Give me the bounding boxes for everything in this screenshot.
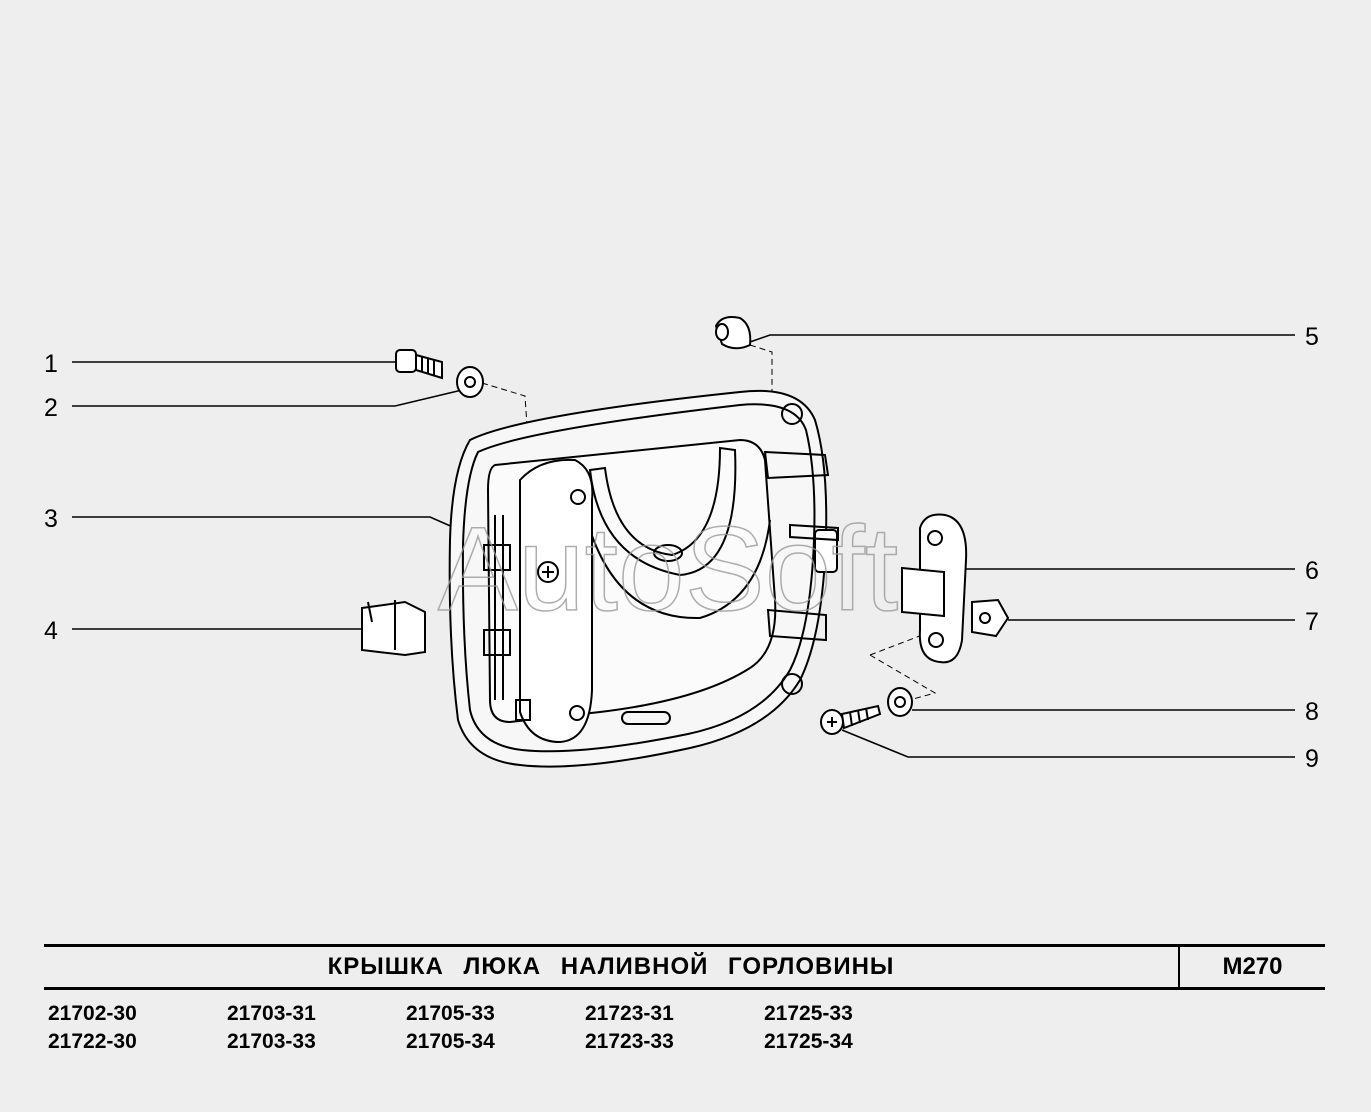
spring-nut-icon [971,598,1010,638]
callout-9: 9 [1305,745,1319,773]
model-code: 21705-33 [406,1002,495,1025]
model-list: 21702-30 21703-31 21705-33 21723-31 2172… [48,1002,943,1054]
washer-icon [887,687,913,717]
model-code: 21705-34 [406,1030,495,1053]
title-block: КРЫШКА ЛЮКА НАЛИВНОЙ ГОРЛОВИНЫ М270 [44,944,1325,990]
fuel-filler-flap-icon [448,389,839,768]
callout-8: 8 [1305,698,1319,726]
callout-7: 7 [1305,608,1319,636]
callout-4: 4 [44,617,58,645]
model-code: 21723-33 [585,1030,674,1053]
title-divider [1178,947,1180,987]
model-code: 21725-33 [764,1002,853,1025]
callout-2: 2 [44,394,58,422]
bolt-icon [395,349,443,380]
clip-icon [361,600,426,657]
page-code: М270 [1222,953,1283,980]
diagram-title: КРЫШКА ЛЮКА НАЛИВНОЙ ГОРЛОВИНЫ [327,953,895,980]
leader-lines [72,334,1295,758]
callout-5: 5 [1305,323,1319,351]
callout-3: 3 [44,505,58,533]
rubber-bumper-icon [714,316,752,350]
model-code: 21703-31 [227,1002,316,1025]
callout-1: 1 [44,350,58,378]
model-code: 21702-30 [48,1002,137,1025]
latch-bracket-icon [901,513,968,664]
callout-6: 6 [1305,557,1319,585]
model-code: 21703-33 [227,1030,316,1053]
screw-icon [820,704,882,735]
model-code: 21722-30 [48,1030,137,1053]
watermark: AutoSoft [438,502,898,636]
lock-washer-icon [456,366,484,398]
model-code: 21725-34 [764,1030,853,1053]
model-code: 21723-31 [585,1002,674,1025]
parts-diagram: AutoSoft 1 2 3 4 5 6 7 8 9 [44,316,1319,773]
